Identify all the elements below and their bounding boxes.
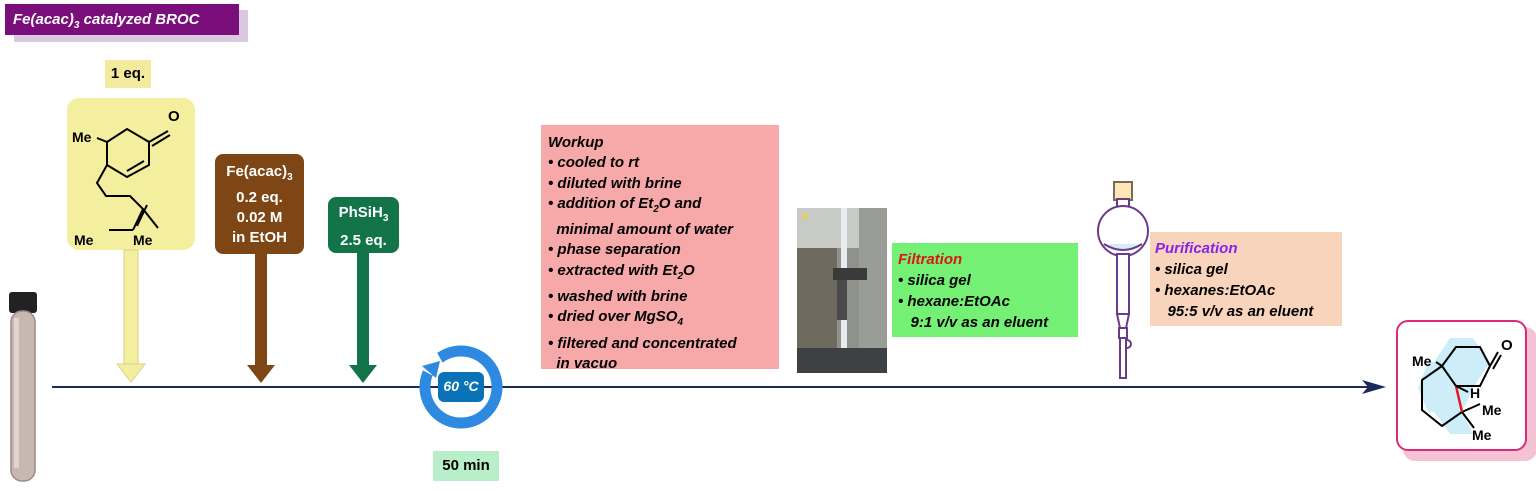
test-tube-icon <box>9 292 37 482</box>
product-h-label: H <box>1470 385 1480 401</box>
purification-line: • hexanes:EtOAc <box>1155 282 1276 299</box>
filtration-line: 9:1 v/v as an eluent <box>898 314 1049 331</box>
filtration-title: Filtration <box>898 251 963 268</box>
catalyst-solvent: in EtOH <box>232 229 287 246</box>
catalyst-amount: 0.2 eq. <box>236 189 283 206</box>
substrate-me-left-label: Me <box>74 232 94 248</box>
substrate-ring <box>95 127 171 231</box>
product-structure: Me O H Me Me <box>1412 337 1513 443</box>
filtration-photo-art <box>797 208 887 373</box>
workup-step: • extracted with Et2O <box>548 261 695 282</box>
product-new-bond <box>1454 385 1464 413</box>
product-me-lower-label: Me <box>1472 427 1492 443</box>
reductant-box: PhSiH3 2.5 eq. <box>328 197 399 253</box>
catalyst-name: Fe(acac)3 <box>226 163 293 183</box>
substrate-addition-arrow <box>115 249 147 383</box>
workup-step: • phase separation <box>548 241 681 259</box>
workup-box: Workup • cooled to rt • diluted with bri… <box>541 125 779 372</box>
product-me-label: Me <box>1412 353 1432 369</box>
workup-step: • diluted with brine <box>548 174 682 192</box>
timeline-arrowhead <box>1362 380 1386 394</box>
filtration-photo <box>797 208 887 373</box>
purification-box: Purification • silica gel • hexanes:EtOA… <box>1150 232 1342 326</box>
product-me-upper-label: Me <box>1482 402 1502 418</box>
workup-step: minimal amount of water <box>548 221 734 239</box>
filtration-line: • silica gel <box>898 272 971 289</box>
workup-step: in vacuo <box>548 354 618 372</box>
reductant-addition-arrow <box>349 253 377 383</box>
heating-cycle-icon <box>419 345 503 429</box>
substrate-structure: Me O Me Me <box>72 108 180 248</box>
substrate-equiv-label: 1 eq. <box>105 60 151 88</box>
filtration-box: Filtration • silica gel • hexane:EtOAc 9… <box>892 243 1078 337</box>
workup-step: • washed with brine <box>548 288 688 306</box>
product-o-label: O <box>1501 337 1513 354</box>
purification-title: Purification <box>1155 240 1238 257</box>
chromatography-funnel-icon <box>1097 181 1149 379</box>
reaction-time-label: 50 min <box>433 451 499 481</box>
workup-title: Workup <box>548 134 604 151</box>
product-h-bond <box>1455 385 1469 393</box>
purification-line: • silica gel <box>1155 261 1228 278</box>
catalyst-box: Fe(acac)3 0.2 eq. 0.02 M in EtOH <box>215 154 304 254</box>
purification-line: 95:5 v/v as an eluent <box>1155 303 1314 320</box>
workup-step: • dried over MgSO4 <box>548 308 684 329</box>
workup-step: • filtered and concentrated <box>548 334 737 352</box>
substrate-me-right-label: Me <box>133 232 153 248</box>
reductant-amount: 2.5 eq. <box>340 232 387 249</box>
filtration-line: • hexane:EtOAc <box>898 293 1010 310</box>
substrate-me-label: Me <box>72 129 92 145</box>
substrate-o-label: O <box>168 108 180 125</box>
reductant-name: PhSiH3 <box>338 204 389 224</box>
product-structure-box: Me O H Me Me <box>1396 320 1527 451</box>
page-title: Fe(acac)3 catalyzed BROC <box>5 4 239 35</box>
workup-step: • addition of Et2O and <box>548 194 702 215</box>
catalyst-addition-arrow <box>247 254 275 383</box>
substrate-structure-box: Me O Me Me <box>67 98 195 250</box>
temperature-label: 60 °C <box>443 378 479 394</box>
workup-step: • cooled to rt <box>548 154 640 172</box>
catalyst-concentration: 0.02 M <box>236 209 283 226</box>
